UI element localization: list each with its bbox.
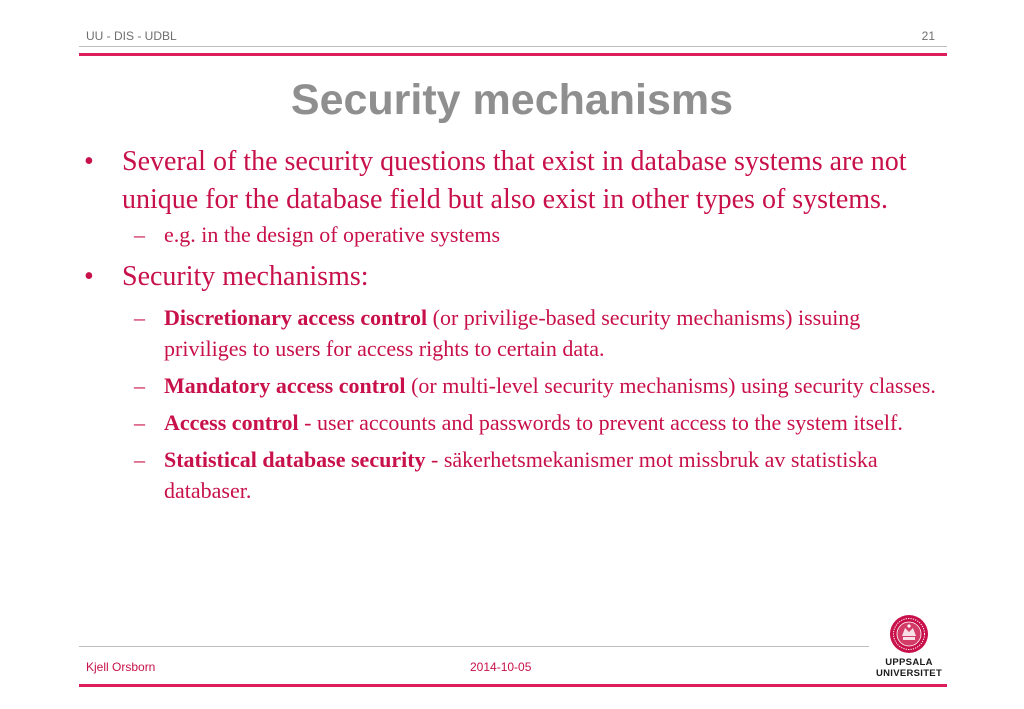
page-number: 21 — [921, 29, 935, 43]
slide-body: • Several of the security questions that… — [84, 143, 944, 506]
sub-bullet-marker: – — [134, 410, 145, 435]
logo-wordmark-line2: UNIVERSITET — [875, 668, 943, 679]
sub-bullet-item: – Discretionary access control (or privi… — [84, 302, 944, 364]
sub-bullet-text: - säkerhetsmekanismer mot missbruk av st… — [164, 447, 878, 503]
slide-title: Security mechanisms — [290, 76, 734, 124]
footer-divider-gray — [79, 646, 869, 647]
sub-bullet-item: – Mandatory access control (or multi-lev… — [84, 370, 944, 401]
sub-bullet-marker: – — [134, 373, 145, 398]
header-divider-accent — [79, 53, 947, 56]
sub-bullet-text: e.g. in the design of operative systems — [164, 222, 501, 247]
sub-bullet-text: (or privilige-based security mechanisms)… — [164, 305, 861, 361]
sub-bullet-term: Discretionary access control — [164, 305, 428, 330]
sub-bullet-text: - user accounts and passwords to prevent… — [298, 410, 903, 435]
header-divider-gray — [79, 46, 947, 47]
sub-bullet-term: Mandatory access control — [164, 373, 406, 398]
footer-date: 2014-10-05 — [470, 660, 532, 674]
sub-bullet-marker: – — [134, 222, 145, 247]
bullet-item: • Several of the security questions that… — [84, 143, 944, 219]
bullet-text: Several of the security questions that e… — [122, 146, 907, 215]
uppsala-university-seal-icon — [890, 615, 928, 653]
sub-bullet-marker: – — [134, 305, 145, 330]
university-logo: UPPSALA UNIVERSITET — [870, 614, 948, 680]
bullet-marker: • — [84, 261, 94, 292]
header-course-label: UU - DIS - UDBL — [86, 29, 177, 43]
bullet-item: • Security mechanisms: — [84, 258, 944, 296]
bullet-text: Security mechanisms: — [122, 261, 369, 292]
sub-bullet-term: Access control — [164, 410, 299, 435]
logo-wordmark-line1: UPPSALA — [885, 657, 933, 668]
sub-bullet-term: Statistical database security — [164, 447, 426, 472]
sub-bullet-item: – Access control - user accounts and pas… — [84, 407, 944, 438]
footer-author: Kjell Orsborn — [86, 660, 156, 674]
sub-bullet-marker: – — [134, 447, 145, 472]
sub-bullet-text: (or multi-level security mechanisms) usi… — [405, 373, 936, 398]
bullet-marker: • — [84, 146, 94, 177]
sub-bullet-item: – e.g. in the design of operative system… — [84, 219, 944, 250]
footer-divider-accent — [79, 684, 947, 687]
sub-bullet-item: – Statistical database security - säkerh… — [84, 444, 944, 506]
